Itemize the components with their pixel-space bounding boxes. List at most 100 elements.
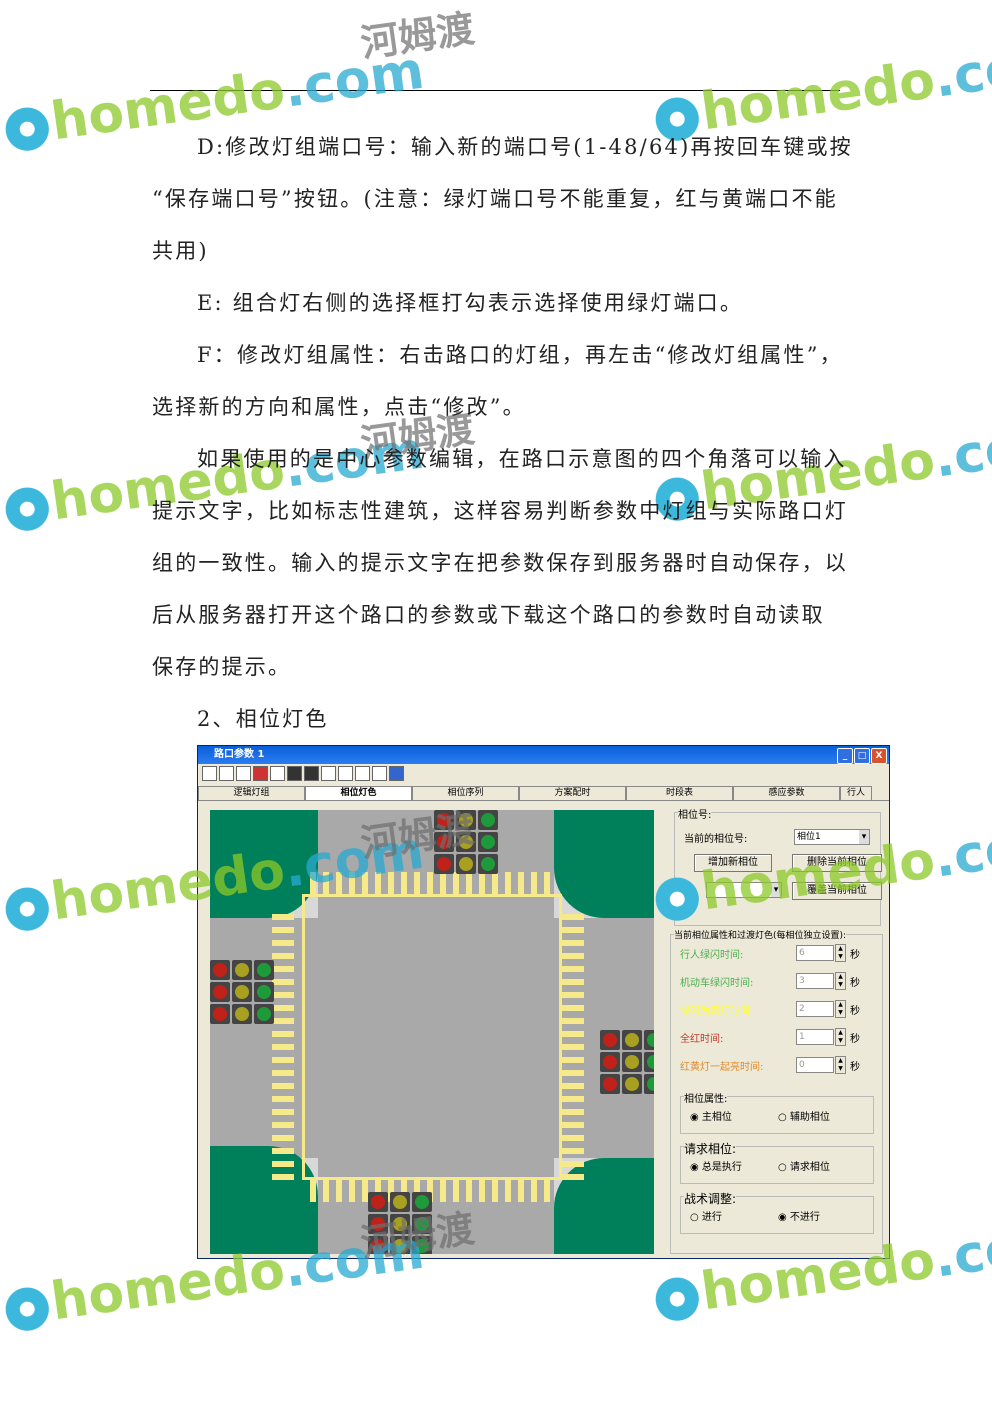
paragraph-line: 共用) [152, 239, 209, 263]
signal-light[interactable] [456, 832, 476, 852]
signal-light[interactable] [644, 1052, 654, 1072]
time-spinner[interactable]: ▲▼ [835, 1056, 846, 1074]
export-icon[interactable] [321, 766, 336, 781]
grass-corner [210, 810, 318, 918]
delete-phase-button[interactable]: 删除当前相位 [792, 854, 882, 872]
signal-light[interactable] [478, 832, 498, 852]
chevron-down-icon: ▾ [771, 883, 781, 897]
signal-light[interactable] [210, 982, 230, 1002]
tab-phase-sequence[interactable]: 相位序列 [412, 786, 519, 800]
new-icon[interactable] [202, 766, 217, 781]
tab-phase-colors[interactable]: 相位灯色 [305, 786, 412, 800]
signal-light[interactable] [412, 1214, 432, 1234]
signal-light[interactable] [390, 1192, 410, 1212]
signal-light[interactable] [456, 810, 476, 830]
copy-phase-select[interactable]: ▾ [706, 882, 782, 898]
signal-light[interactable] [644, 1030, 654, 1050]
time-input[interactable]: 2 [796, 1001, 834, 1017]
close-button[interactable]: X [871, 748, 887, 764]
radio-option[interactable]: ◉ 主相位 [690, 1108, 732, 1123]
crosswalk-south [310, 1180, 554, 1202]
seconds-unit: 秒 [850, 950, 860, 961]
time-label: 行人绿闪时间: [680, 950, 744, 961]
crosswalk-north [310, 872, 554, 894]
save-icon[interactable] [287, 766, 302, 781]
time-spinner[interactable]: ▲▼ [835, 972, 846, 990]
current-phase-select[interactable]: 相位1▾ [794, 829, 870, 845]
signal-light[interactable] [412, 1236, 432, 1254]
signal-light[interactable] [600, 1052, 620, 1072]
toolbar [198, 764, 889, 786]
signal-light[interactable] [622, 1052, 642, 1072]
signal-light[interactable] [644, 1074, 654, 1094]
time-input[interactable]: 1 [796, 1029, 834, 1045]
radio-group-title: 相位属性: [684, 1090, 728, 1105]
maximize-button[interactable]: □ [854, 748, 870, 764]
upload-icon[interactable] [253, 766, 268, 781]
signal-light[interactable] [412, 1192, 432, 1212]
signal-light[interactable] [434, 832, 454, 852]
time-input[interactable]: 3 [796, 973, 834, 989]
tab-pedestrian[interactable]: 行人 [840, 786, 872, 800]
exit-icon[interactable] [389, 766, 404, 781]
radio-option[interactable]: ○ 辅助相位 [778, 1108, 830, 1123]
signal-light[interactable] [254, 960, 274, 980]
time-spinner[interactable]: ▲▼ [835, 1000, 846, 1018]
signal-light[interactable] [478, 810, 498, 830]
paragraph-line: 保存的提示。 [152, 655, 292, 679]
signal-light[interactable] [456, 854, 476, 874]
signal-light[interactable] [434, 810, 454, 830]
doc-icon[interactable] [219, 766, 234, 781]
signal-light[interactable] [600, 1074, 620, 1094]
current-phase-value: 相位1 [797, 832, 821, 842]
add-phase-button[interactable]: 增加新相位 [694, 854, 772, 872]
time-spinner[interactable]: ▲▼ [835, 1028, 846, 1046]
signal-light[interactable] [600, 1030, 620, 1050]
tab-sensor-params[interactable]: 感应参数 [733, 786, 840, 800]
signal-light[interactable] [390, 1236, 410, 1254]
minimize-button[interactable]: _ [837, 748, 853, 764]
overwrite-phase-button[interactable]: 覆盖当前相位 [792, 882, 882, 900]
tab-logic-groups[interactable]: 逻辑灯组 [198, 786, 305, 800]
signal-light[interactable] [254, 982, 274, 1002]
paragraph-line: D:修改灯组端口号：输入新的端口号(1-48/64)再按回车键或按 [197, 135, 853, 159]
signal-light[interactable] [232, 960, 252, 980]
signal-light[interactable] [232, 1004, 252, 1024]
signal-light[interactable] [622, 1030, 642, 1050]
time-spinner[interactable]: ▲▼ [835, 944, 846, 962]
seconds-unit: 秒 [850, 1006, 860, 1017]
signal-light[interactable] [434, 854, 454, 874]
radio-group-title: 战术调整: [684, 1190, 737, 1207]
radio-group-tactic [680, 1196, 874, 1234]
signal-light[interactable] [368, 1236, 388, 1254]
save-as-icon[interactable] [304, 766, 319, 781]
open-icon[interactable] [236, 766, 251, 781]
signal-light[interactable] [210, 960, 230, 980]
signal-light[interactable] [390, 1214, 410, 1234]
signal-light[interactable] [368, 1214, 388, 1234]
tab-schedule[interactable]: 时段表 [626, 786, 733, 800]
radio-option[interactable]: ◉ 不进行 [778, 1208, 820, 1223]
tab-plan-timing[interactable]: 方案配时 [519, 786, 626, 800]
signal-light[interactable] [210, 1004, 230, 1024]
print-setup-icon[interactable] [372, 766, 387, 781]
signal-light[interactable] [254, 1004, 274, 1024]
paragraph-line: F：修改灯组属性：右击路口的灯组，再左击“修改灯组属性”， [197, 343, 843, 367]
signal-light[interactable] [232, 982, 252, 1002]
edit-icon[interactable] [270, 766, 285, 781]
radio-icon: ○ [778, 1162, 787, 1173]
radio-option[interactable]: ◉ 总是执行 [690, 1158, 742, 1173]
print-preview-icon[interactable] [355, 766, 370, 781]
radio-option[interactable]: ○ 请求相位 [778, 1158, 830, 1173]
signal-light[interactable] [622, 1074, 642, 1094]
intersection-diagram [210, 810, 654, 1254]
paragraph-line: “保存端口号”按钮。(注意：绿灯端口号不能重复，红与黄端口不能 [152, 187, 838, 211]
signal-light[interactable] [368, 1192, 388, 1212]
time-input[interactable]: 6 [796, 945, 834, 961]
paragraph-line: E: 组合灯右侧的选择框打勾表示选择使用绿灯端口。 [197, 291, 744, 315]
radio-option[interactable]: ○ 进行 [690, 1208, 722, 1223]
time-label: 绿闪后黄灯时间: [680, 1006, 754, 1017]
print-icon[interactable] [338, 766, 353, 781]
time-input[interactable]: 0 [796, 1057, 834, 1073]
signal-light[interactable] [478, 854, 498, 874]
